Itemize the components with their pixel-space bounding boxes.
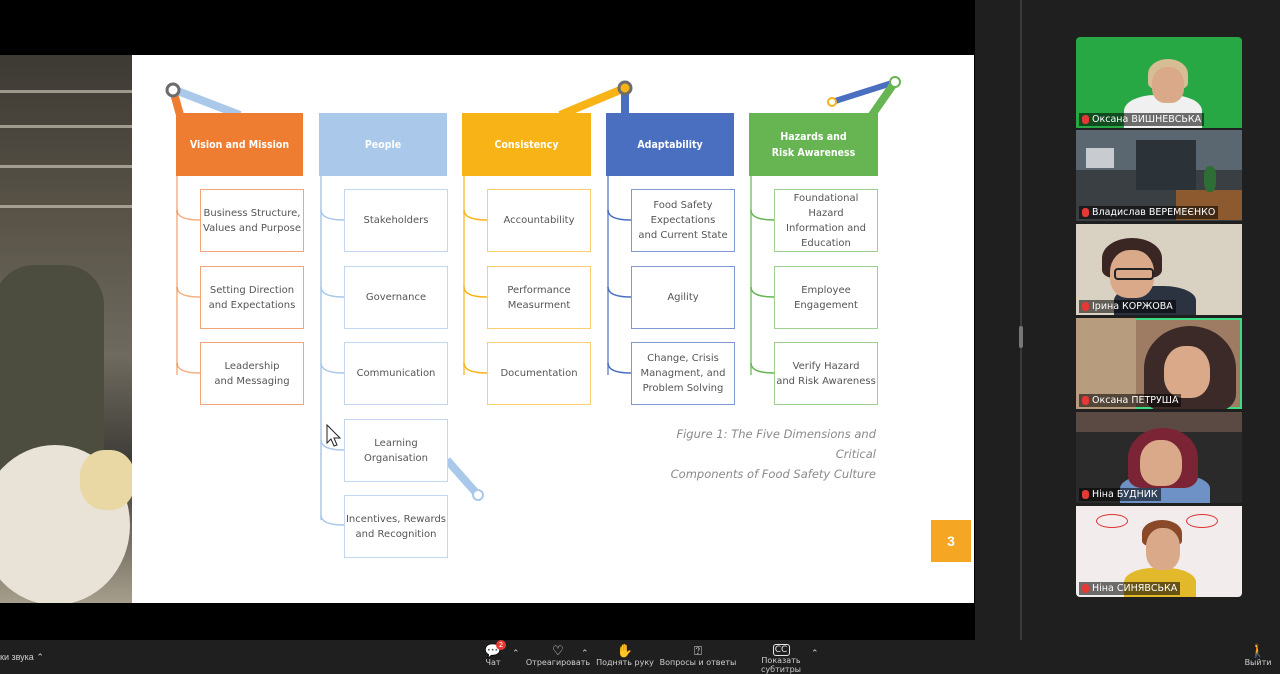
dimension-header-consistency: Consistency: [462, 113, 591, 176]
component-box: Stakeholders: [344, 189, 448, 252]
participant-name: Ніна СИНЯВСЬКА: [1079, 582, 1181, 595]
component-box: Incentives, Rewards and Recognition: [344, 495, 448, 558]
chat-button[interactable]: 💬2 Чат: [478, 640, 508, 667]
sound-settings-label[interactable]: ки звука ⌃: [0, 652, 44, 662]
figure-caption: Figure 1: The Five Dimensions and Critic…: [670, 427, 876, 481]
participant-tile[interactable]: Оксана ВИШНЕВСЬКА: [1076, 37, 1242, 128]
mic-muted-icon: [1082, 208, 1089, 217]
react-button[interactable]: ♡ Отреагировать: [525, 643, 591, 668]
raise-hand-button[interactable]: ✋ Поднять руку: [596, 643, 654, 668]
mic-muted-icon: [1082, 115, 1089, 124]
question-icon: ⍰: [694, 643, 702, 659]
participant-name: Ірина КОРЖОВА: [1079, 300, 1176, 313]
component-box: Foundational Hazard Information and Educ…: [774, 189, 878, 252]
chevron-up-icon: ⌃: [36, 652, 44, 662]
diagram-connectors: [165, 76, 901, 526]
participant-tile[interactable]: Ніна БУДНИК: [1076, 412, 1242, 503]
react-label: Отреагировать: [525, 658, 591, 667]
meeting-toolbar: [0, 640, 1280, 673]
participant-name: Оксана ВИШНЕВСЬКА: [1079, 113, 1205, 126]
participant-name: Оксана ПЕТРУША: [1079, 394, 1182, 407]
participant-tile-active-speaker[interactable]: Оксана ПЕТРУША: [1076, 318, 1242, 409]
component-box: Learning Organisation: [344, 419, 448, 482]
dimension-header-vision: Vision and Mission: [176, 113, 303, 176]
participant-name: Ніна БУДНИК: [1079, 488, 1161, 501]
component-box: Employee Engagement: [774, 266, 878, 329]
component-box: Communication: [344, 342, 448, 405]
chat-options-caret[interactable]: ⌃: [512, 648, 520, 658]
chat-label: Чат: [485, 658, 501, 667]
participant-name: Владислав ВЕРЕМЕЄНКО: [1079, 206, 1219, 219]
heart-icon: ♡: [552, 643, 564, 659]
dimension-header-people: People: [319, 113, 447, 176]
raise-hand-label: Поднять руку: [596, 658, 654, 667]
component-box: Documentation: [487, 342, 591, 405]
component-box: Agility: [631, 266, 735, 329]
dimension-header-hazards: Hazards and Risk Awareness: [749, 113, 878, 176]
hand-icon: ✋: [616, 643, 634, 659]
panel-resize-handle[interactable]: [1019, 326, 1023, 348]
component-box: Verify Hazard and Risk Awareness: [774, 342, 878, 405]
mic-muted-icon: [1082, 490, 1089, 499]
presenter-background-photo: [0, 55, 132, 603]
slide-page-number: 3: [931, 520, 971, 562]
participant-tile[interactable]: Ніна СИНЯВСЬКА: [1076, 506, 1242, 597]
mic-muted-icon: [1082, 302, 1089, 311]
component-box: Accountability: [487, 189, 591, 252]
component-box: Business Structure, Values and Purpose: [200, 189, 304, 252]
cc-icon: CC: [772, 644, 790, 656]
subtitles-button[interactable]: CC Показать субтитры: [741, 644, 821, 674]
leave-label: Выйти: [1244, 658, 1272, 667]
participant-tile[interactable]: Ірина КОРЖОВА: [1076, 224, 1242, 315]
chat-icon: 💬2: [485, 640, 506, 659]
component-box: Food Safety Expectations and Current Sta…: [631, 189, 735, 252]
leave-icon: 🚶: [1249, 643, 1267, 659]
subtitles-options-caret[interactable]: ⌃: [811, 648, 819, 658]
component-box: Leadership and Messaging: [200, 342, 304, 405]
mic-muted-icon: [1082, 584, 1089, 593]
subtitles-label: Показать субтитры: [761, 656, 801, 674]
mic-muted-icon: [1082, 396, 1089, 405]
component-box: Change, Crisis Managment, and Problem So…: [631, 342, 735, 405]
component-box: Setting Direction and Expectations: [200, 266, 304, 329]
participant-tile[interactable]: Владислав ВЕРЕМЕЄНКО: [1076, 130, 1242, 221]
component-box: Performance Measurment: [487, 266, 591, 329]
dimension-header-adaptability: Adaptability: [606, 113, 734, 176]
chat-badge: 2: [496, 640, 506, 650]
qa-button[interactable]: ⍰ Вопросы и ответы: [659, 643, 737, 668]
component-box: Governance: [344, 266, 448, 329]
react-options-caret[interactable]: ⌃: [581, 648, 589, 658]
leave-button[interactable]: 🚶 Выйти: [1243, 643, 1273, 668]
qa-label: Вопросы и ответы: [659, 658, 737, 667]
panel-separator: [1020, 0, 1022, 640]
